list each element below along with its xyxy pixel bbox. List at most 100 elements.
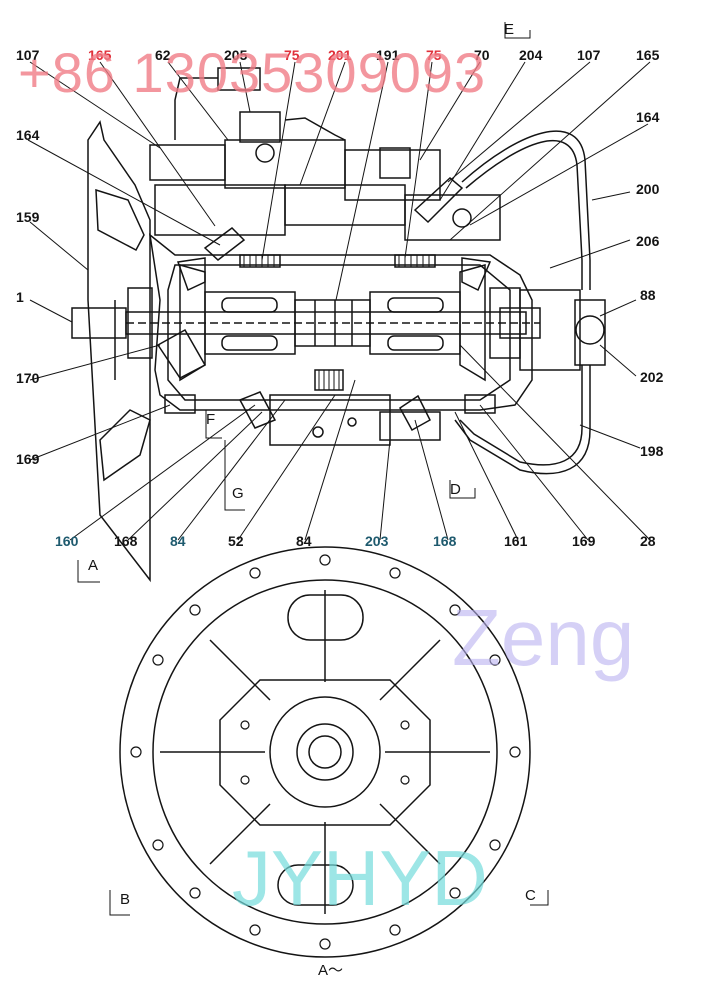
flange-outer-ring [119,546,531,958]
piston-lower-front [221,335,278,351]
view-label-e: E [504,21,514,38]
fitting-170 [156,328,207,379]
valve-port [347,417,357,427]
front-shoe [176,257,206,292]
view-label-a-view: A～ [318,962,343,979]
label-75: 75 [284,47,300,63]
angled-fitting-bottom-left [238,391,277,429]
leader-lines [27,61,651,541]
label-198: 198 [640,443,664,459]
rear-swash-plate [459,264,486,382]
marker-g [224,440,245,511]
view-labels: E F G D A B C A～ [88,21,536,979]
flange-rib-top [95,188,145,252]
piston-upper-front [221,297,278,313]
spring-front [239,254,281,268]
spoke [209,803,271,865]
label-70: 70 [474,47,490,63]
pump-housing-inner [167,264,511,401]
brand-watermark: JYHYD [232,834,488,922]
regulator-port [255,143,275,163]
spoke [209,639,271,701]
piston-lower-rear [387,335,444,351]
label-168: 168 [114,533,138,549]
input-shaft-end [71,307,127,339]
top-slot [287,594,364,641]
zeng-watermark: Zeng [452,593,634,682]
hub-block [219,679,431,826]
marker-e [504,22,531,39]
rear-port [452,208,472,228]
marker-b [109,890,130,916]
hose-198 [454,365,591,475]
view-label-b: B [120,891,130,908]
rear-shoe [461,257,492,292]
hub-middle [296,723,354,781]
hub-outer [269,696,381,808]
section-markers [77,22,549,916]
bolt-holes [130,554,521,950]
label-88: 88 [640,287,656,303]
label-206: 206 [636,233,660,249]
solenoid-wire [174,77,218,140]
label-164: 164 [16,127,40,143]
label-107: 107 [16,47,40,63]
flange-rib-bottom [99,409,151,482]
marker-f [205,410,222,439]
label-1: 1 [16,289,24,305]
front-cover-block [154,184,286,236]
front-bearing [127,287,153,359]
pilot-line [284,117,346,141]
view-label-c: C [525,887,536,904]
label-52: 52 [228,533,244,549]
label-200: 200 [636,181,660,197]
spoke [379,803,441,865]
hose-198-inner [459,365,583,466]
center-spline [294,299,371,347]
view-label-d: D [450,481,461,498]
label-168: 168 [433,533,457,549]
label-160: 160 [55,533,79,549]
piston-upper-rear [387,297,444,313]
label-159: 159 [16,209,40,225]
top-regulator-block [224,139,346,189]
label-75: 75 [426,47,442,63]
rear-cover-block [404,194,501,241]
marker-c [530,890,549,906]
rear-fitting-88 [575,315,605,345]
label-202: 202 [640,369,664,385]
hub-bore [308,735,342,769]
end-view [119,546,531,958]
marker-d [449,480,476,499]
side-section-view [71,67,606,583]
label-170: 170 [16,370,40,386]
label-165: 165 [636,47,660,63]
flange-inner-ring [152,579,498,925]
label-205: 205 [224,47,248,63]
view-label-g: G [232,485,244,502]
watermarks: +86 13035309093 Zeng JYHYD [18,41,634,922]
left-regulator [149,144,226,181]
spring-rear [394,254,436,268]
right-solenoid [379,147,411,179]
label-203: 203 [365,533,389,549]
mounting-flange [87,120,151,583]
label-28: 28 [640,533,656,549]
angled-fitting-top-right [413,177,464,224]
solenoid-valve [239,111,281,143]
marker-a [77,560,100,583]
label-164: 164 [636,109,660,125]
bottom-fitting-203 [379,411,441,441]
hose-200-inner [465,140,583,290]
pump-housing [148,233,533,411]
view-label-a: A [88,557,98,574]
label-169: 169 [16,451,40,467]
drain-plug-rear [464,394,496,414]
spoke [379,639,441,701]
label-161: 161 [504,533,528,549]
label-204: 204 [519,47,543,63]
label-169: 169 [572,533,596,549]
drain-plug-169 [164,394,196,414]
rear-pump-body [519,289,581,371]
